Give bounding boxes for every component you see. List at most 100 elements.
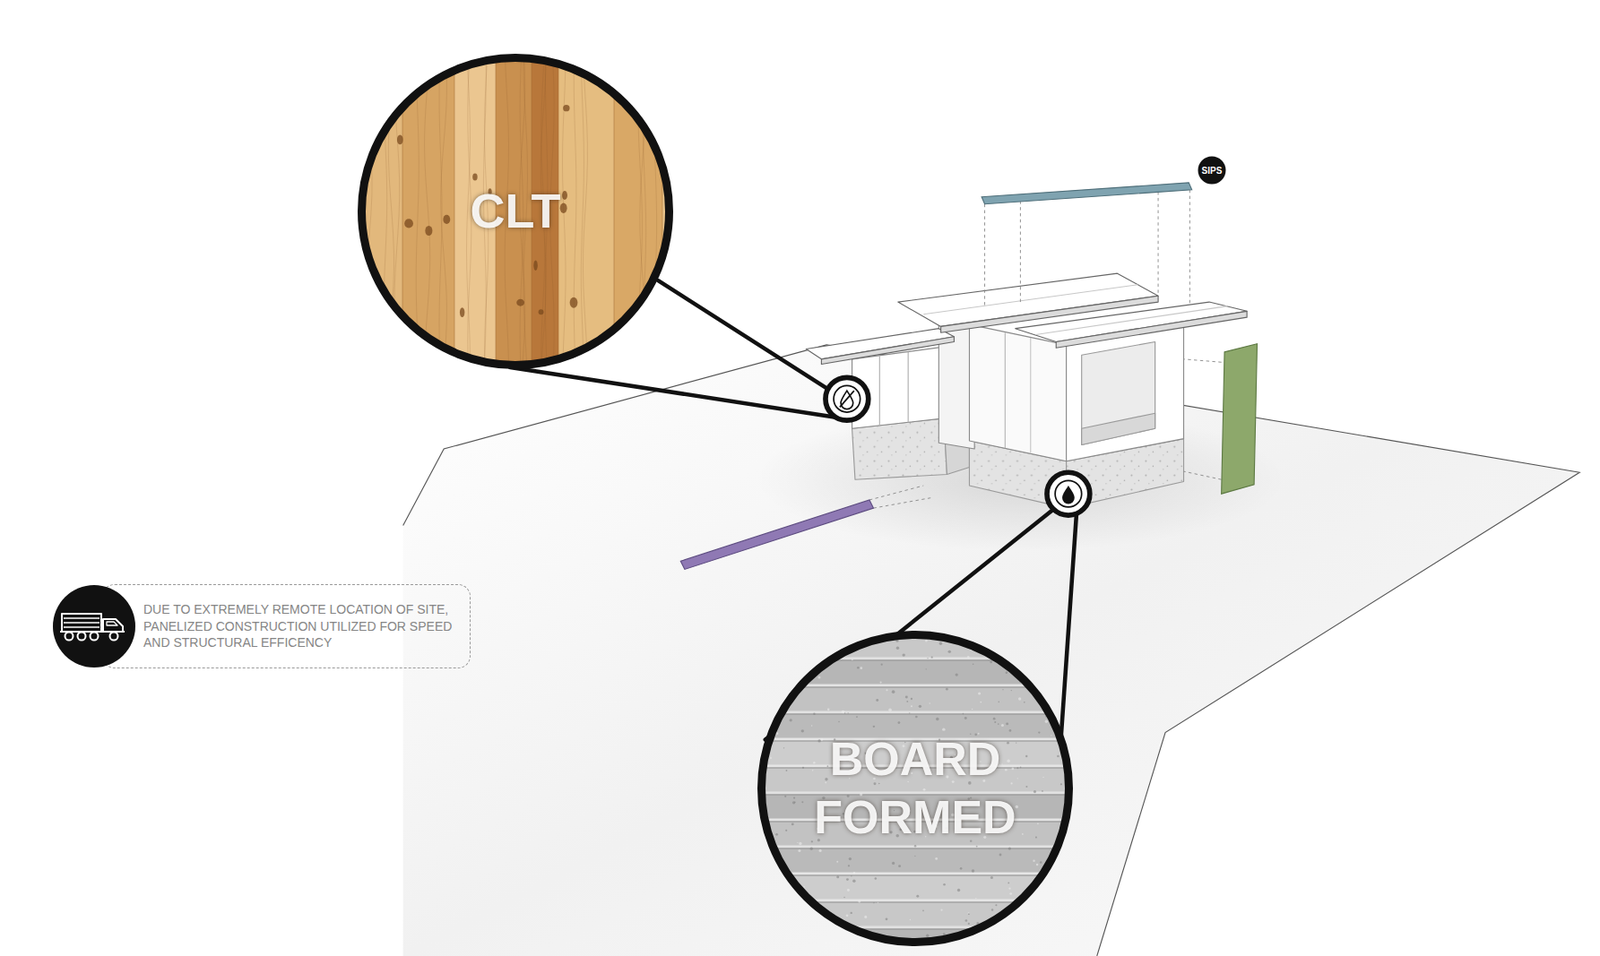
magnifier-circle-part-part bbox=[962, 713, 965, 716]
magnifier-circle-part-part bbox=[847, 712, 849, 714]
magnifier-circle-part-part bbox=[761, 643, 764, 647]
note-box: DUE TO EXTREMELY REMOTE LOCATION OF SITE… bbox=[102, 584, 471, 669]
magnifier-circle-part-part bbox=[538, 309, 545, 315]
magnifier-circle-part-part bbox=[926, 657, 928, 659]
magnifier-circle-part-part bbox=[562, 104, 570, 112]
magnifier-circle-part-part bbox=[1059, 668, 1063, 672]
magnifier-circle-part-part bbox=[767, 919, 769, 921]
magnifier-circle-part-part bbox=[582, 53, 588, 377]
magnifier-circle-part-part bbox=[990, 876, 994, 880]
magnifier-circle-part-part bbox=[365, 53, 372, 377]
material-callout: CLT bbox=[357, 53, 674, 370]
building-part bbox=[821, 337, 954, 365]
magnifier-circle-part-part bbox=[769, 879, 772, 882]
magnifier-circle-part-part bbox=[1029, 919, 1033, 923]
magnifier-circle-part-part bbox=[910, 705, 913, 708]
building-part bbox=[1004, 332, 1006, 449]
magnifier-circle-part-part bbox=[1046, 877, 1049, 880]
magnifier-circle-part-part bbox=[1011, 768, 1015, 771]
magnifier-circle-part-part bbox=[1061, 861, 1065, 865]
magnifier-circle-part-part bbox=[875, 699, 879, 702]
truck-icon-part bbox=[52, 585, 136, 668]
magnifier-circle-part-part bbox=[810, 847, 813, 851]
magnifier-circle-part-part bbox=[1041, 790, 1044, 793]
magnifier-circle-part-part bbox=[694, 53, 700, 377]
magnifier-circle-part-part bbox=[781, 668, 784, 671]
magnifier-circle-part-part bbox=[881, 664, 883, 666]
magnifier-circle-part-part bbox=[757, 846, 1073, 849]
magnifier-circle-part-part bbox=[1001, 724, 1004, 727]
magnifier-circle-part-part bbox=[757, 714, 1073, 716]
exploded-panels-part-part bbox=[873, 498, 931, 509]
exploded-panels-part bbox=[981, 182, 1193, 205]
magnifier-circle-part-part bbox=[977, 691, 981, 695]
magnifier-circle-part-part bbox=[940, 909, 943, 912]
magnifier-circle-part-part bbox=[1020, 665, 1024, 669]
magnifier-circle-part-part bbox=[847, 864, 850, 867]
magnifier-circle-part-part bbox=[789, 718, 793, 722]
magnifier-circle-part-part bbox=[993, 717, 996, 721]
magnifier-circle-part-part bbox=[801, 801, 804, 804]
magnifier-circle-part-part bbox=[814, 640, 818, 643]
truck-icon bbox=[52, 585, 136, 668]
magnifier-circle-part-part bbox=[925, 640, 928, 643]
magnifier-circle-part-part bbox=[1061, 926, 1064, 930]
exploded-panels-part-part bbox=[1189, 190, 1191, 307]
magnifier-circle-part-part bbox=[784, 795, 787, 798]
magnifier-circle-part-part bbox=[916, 895, 919, 899]
magnifier-circle-part-part bbox=[397, 134, 404, 145]
magnifier-circle-part-part bbox=[934, 857, 938, 861]
exploded-panels-part-part bbox=[1020, 200, 1021, 303]
magnifier-circle-part-part bbox=[757, 684, 1073, 712]
magnifier-circle-part-part bbox=[982, 942, 986, 945]
truck-icon-part-part-part bbox=[63, 626, 100, 629]
magnifier-circle-part-part bbox=[1018, 697, 1021, 701]
exploded-panels-part-part bbox=[1184, 471, 1222, 480]
magnifier-circle-part-part bbox=[812, 761, 815, 764]
magnifier-circle-part-part bbox=[856, 716, 858, 718]
magnifier-circle-part-part bbox=[811, 840, 813, 843]
magnifier-circle-part-part bbox=[558, 53, 615, 370]
magnifier-circle-part-part bbox=[424, 225, 433, 236]
truck-icon-part-part-part bbox=[63, 622, 100, 624]
magnifier-circle-part-part bbox=[817, 739, 821, 743]
magnifier-circle-part-part bbox=[1023, 701, 1026, 704]
magnifier-circle-part-part bbox=[794, 801, 796, 804]
building-part bbox=[1081, 341, 1156, 445]
magnifier-circle-part-part bbox=[757, 926, 1073, 930]
magnifier-circle-part-part bbox=[424, 53, 431, 377]
callout-leaders bbox=[510, 280, 1077, 740]
magnifier-circle-part-part bbox=[821, 927, 825, 931]
magnifier-circle-part-part bbox=[573, 53, 577, 377]
magnifier-circle-part-part bbox=[786, 769, 788, 772]
magnifier-circle-part-part bbox=[812, 712, 815, 715]
magnifier-circle-part-part bbox=[1051, 871, 1055, 874]
magnifier-circle-part-part bbox=[898, 721, 901, 725]
magnifier-circle-part-part bbox=[1025, 755, 1028, 758]
magnifier-circle-part-part bbox=[846, 914, 849, 917]
magnifier-circle-part-part bbox=[810, 913, 813, 916]
magnifier-circle-part-part bbox=[1066, 834, 1070, 838]
material-icon-part bbox=[833, 385, 861, 413]
magnifier-circle-part-part bbox=[843, 897, 845, 899]
magnifier-circle-part-part bbox=[1005, 722, 1009, 726]
magnifier-circle-part-part bbox=[1009, 892, 1012, 896]
building-part bbox=[879, 355, 881, 425]
magnifier-circle-part-part bbox=[909, 919, 911, 921]
magnifier-circle-part-part bbox=[847, 889, 850, 892]
magnifier-circle-part-part bbox=[826, 765, 829, 768]
panel-tag: SIPS bbox=[1197, 155, 1227, 185]
magnifier-circle-part-part bbox=[1042, 777, 1044, 779]
magnifier-circle-part-part bbox=[820, 738, 823, 742]
magnifier-circle-part-part bbox=[1056, 755, 1060, 759]
magnifier-circle-part-part bbox=[761, 715, 764, 718]
magnifier-circle-part-part bbox=[888, 709, 892, 713]
magnifier-circle-part-part bbox=[1037, 731, 1040, 734]
building-part bbox=[1035, 306, 1228, 336]
magnifier-circle-part-part bbox=[775, 928, 777, 930]
magnifier-circle-part-part bbox=[1020, 767, 1022, 770]
magnifier-circle-part-part bbox=[757, 899, 1073, 927]
magnifier-circle-part-part bbox=[975, 898, 977, 900]
magnifier-circle-part-part bbox=[955, 673, 959, 676]
